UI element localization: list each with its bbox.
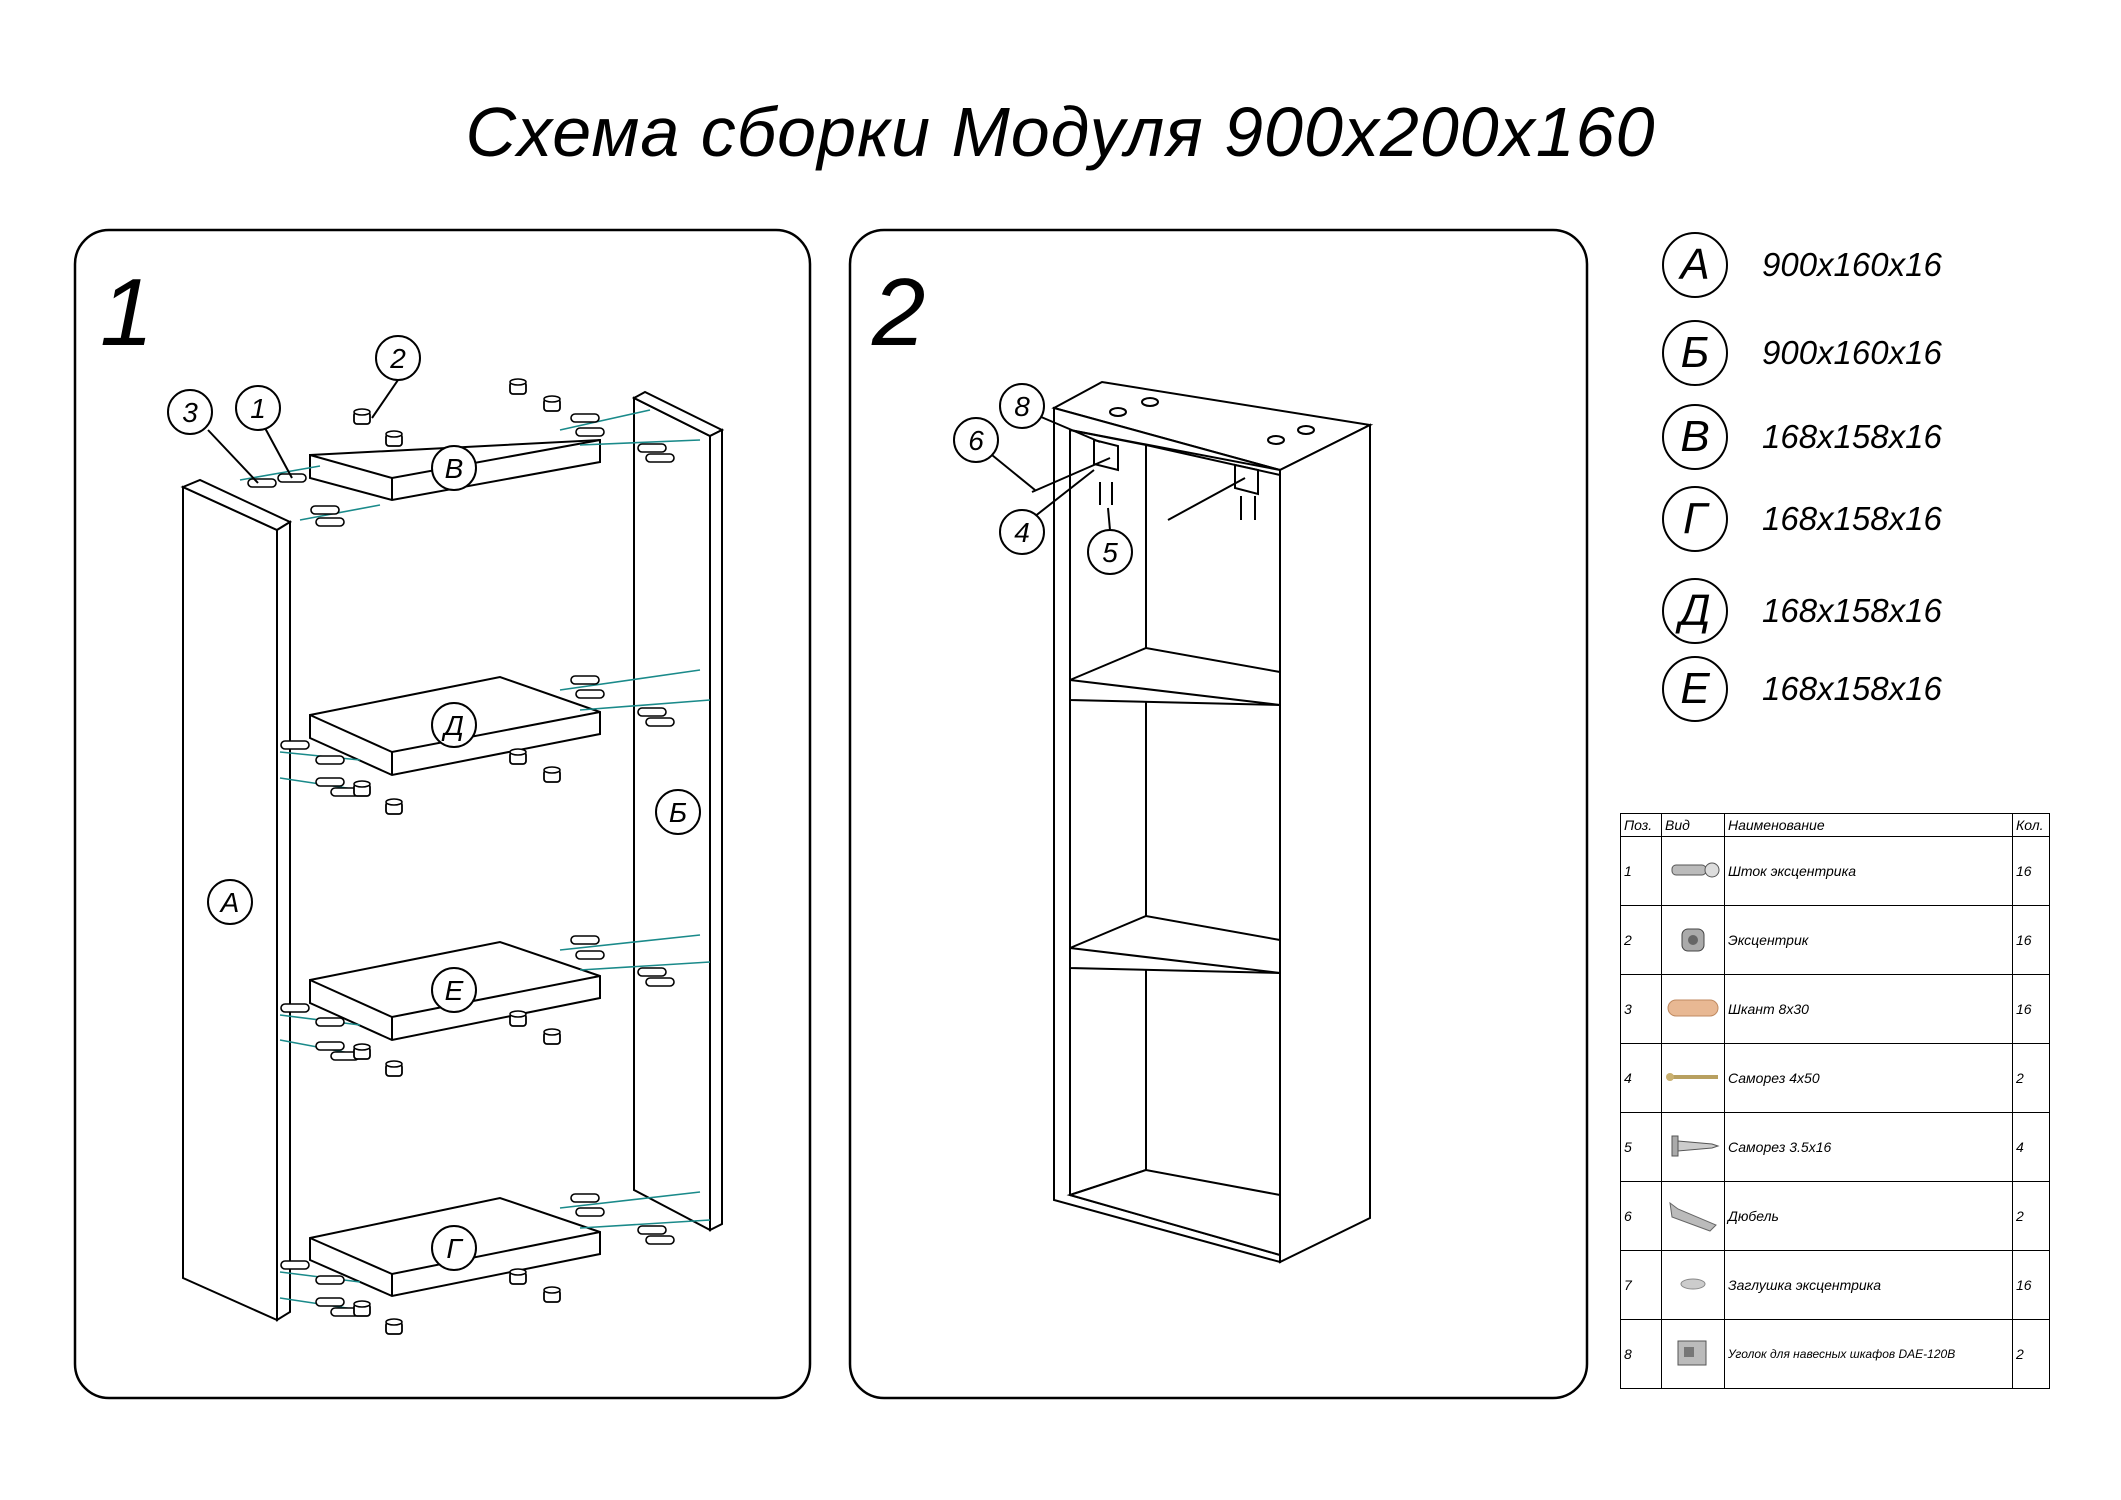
- table-row: 6 Дюбель 2: [1620, 1181, 2050, 1251]
- legend-row-d: Д 168х158х16: [1662, 578, 2102, 648]
- row-name: Саморез 3.5х16: [1724, 1112, 2013, 1182]
- legend-dimensions: 168х158х16: [1762, 500, 1942, 537]
- assembled-cabinet: [1031, 380, 1374, 1264]
- part-label-b: Б: [669, 797, 687, 828]
- callout-5: 5: [1102, 537, 1118, 568]
- legend-letter: Е: [1662, 656, 1728, 722]
- callout-6: 6: [968, 425, 984, 456]
- table-row: 1 Шток эксцентрика 16: [1620, 836, 2050, 906]
- table-row: 5 Саморез 3.5х16 4: [1620, 1112, 2050, 1182]
- legend-dimensions: 168х158х16: [1762, 418, 1942, 455]
- row-pos: 7: [1620, 1250, 1662, 1320]
- table-header-row: Поз. Вид Наименование Кол.: [1620, 813, 2050, 837]
- row-qty: 16: [2012, 1250, 2050, 1320]
- step2-number: 2: [871, 259, 925, 366]
- part-label-d: Д: [441, 710, 464, 741]
- callout-1: 1: [250, 393, 266, 424]
- row-pos: 6: [1620, 1181, 1662, 1251]
- callout-8: 8: [1014, 391, 1030, 422]
- header-pos: Поз.: [1620, 813, 1662, 837]
- row-pos: 4: [1620, 1043, 1662, 1113]
- table-row: 8 Уголок для навесных шкафов DAE-120B 2: [1620, 1319, 2050, 1389]
- header-name: Наименование: [1724, 813, 2013, 837]
- page-title: Схема сборки Модуля 900х200х160: [465, 93, 1656, 171]
- row-qty: 16: [2012, 974, 2050, 1044]
- row-pos: 8: [1620, 1319, 1662, 1389]
- row-name: Шток эксцентрика: [1724, 836, 2013, 906]
- row-pos: 1: [1620, 836, 1662, 906]
- legend-dimensions: 900х160х16: [1762, 246, 1942, 283]
- legend-row-g: Г 168х158х16: [1662, 486, 2102, 556]
- legend-dimensions: 900х160х16: [1762, 334, 1942, 371]
- row-pos: 2: [1620, 905, 1662, 975]
- legend-dimensions: 168х158х16: [1762, 592, 1942, 629]
- callout-2: 2: [389, 343, 406, 374]
- table-row: 2 Эксцентрик 16: [1620, 905, 2050, 975]
- legend-row-b: Б 900х160х16: [1662, 320, 2102, 390]
- eccentric-rod-icon: [1661, 836, 1725, 906]
- callout-4: 4: [1014, 517, 1030, 548]
- table-row: 7 Заглушка эксцентрика 16: [1620, 1250, 2050, 1320]
- row-name: Дюбель: [1724, 1181, 2013, 1251]
- legend-row-e: Е 168х158х16: [1662, 656, 2102, 726]
- wall-plug-icon: [1661, 1181, 1725, 1251]
- table-row: 4 Саморез 4х50 2: [1620, 1043, 2050, 1113]
- part-label-v: В: [445, 453, 464, 484]
- legend-dimensions: 168х158х16: [1762, 670, 1942, 707]
- part-letters: В Д Е Г А Б: [207, 445, 701, 1271]
- dowel-pin-icon: [1661, 974, 1725, 1044]
- row-qty: 2: [2012, 1319, 2050, 1389]
- step1-callouts: 3 1 2: [167, 335, 421, 484]
- screw-short-icon: [1661, 1112, 1725, 1182]
- header-view: Вид: [1661, 813, 1725, 837]
- row-name: Уголок для навесных шкафов DAE-120B: [1724, 1319, 2013, 1389]
- row-name: Заглушка эксцентрика: [1724, 1250, 2013, 1320]
- part-label-g: Г: [446, 1233, 463, 1264]
- screw-long-icon: [1661, 1043, 1725, 1113]
- row-name: Эксцентрик: [1724, 905, 2013, 975]
- step2-callouts: 8 6 4 5: [953, 383, 1133, 575]
- legend-row-a: А 900х160х16: [1662, 232, 2102, 302]
- part-label-a: А: [219, 887, 240, 918]
- row-qty: 4: [2012, 1112, 2050, 1182]
- cap-icon: [1661, 1250, 1725, 1320]
- eccentric-icon: [1661, 905, 1725, 975]
- legend-letter: В: [1662, 404, 1728, 470]
- table-row: 3 Шкант 8х30 16: [1620, 974, 2050, 1044]
- row-pos: 5: [1620, 1112, 1662, 1182]
- legend-letter: Б: [1662, 320, 1728, 386]
- row-qty: 2: [2012, 1181, 2050, 1251]
- legend-letter: Д: [1662, 578, 1728, 644]
- legend-letter: Г: [1662, 486, 1728, 552]
- row-qty: 16: [2012, 836, 2050, 906]
- row-pos: 3: [1620, 974, 1662, 1044]
- callout-3: 3: [182, 397, 198, 428]
- legend-row-v: В 168х158х16: [1662, 404, 2102, 474]
- row-name: Саморез 4х50: [1724, 1043, 2013, 1113]
- part-label-e: Е: [445, 975, 464, 1006]
- step1-number: 1: [100, 259, 153, 366]
- row-qty: 2: [2012, 1043, 2050, 1113]
- hardware-table: Поз. Вид Наименование Кол. 1 Шток эксцен…: [1620, 813, 2050, 1389]
- row-name: Шкант 8х30: [1724, 974, 2013, 1044]
- legend-letter: А: [1662, 232, 1728, 298]
- row-qty: 16: [2012, 905, 2050, 975]
- hanger-bracket-icon: [1661, 1319, 1725, 1389]
- header-qty: Кол.: [2012, 813, 2050, 837]
